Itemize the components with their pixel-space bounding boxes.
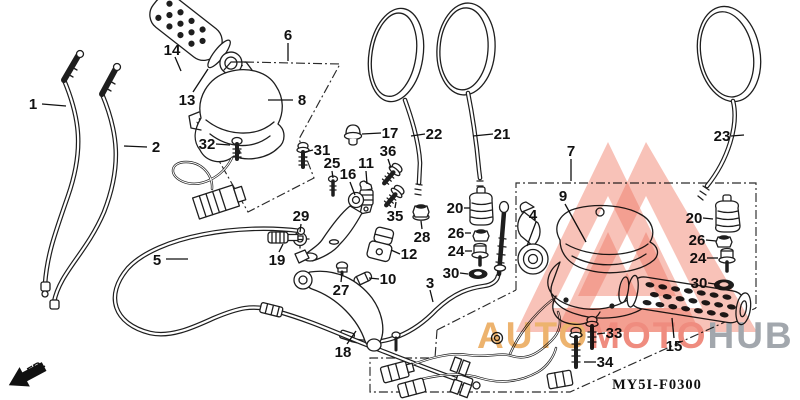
- part-label-leader-4: [526, 221, 537, 247]
- mirror-21-hardware-drawing: [468, 187, 494, 279]
- part-18-lever-drawing: [294, 271, 383, 351]
- part-8-switch-housing-drawing: [173, 62, 284, 219]
- fr-direction-label: FR.: [25, 359, 47, 379]
- part-label-5: 5: [153, 252, 161, 269]
- part-label-33: 33: [606, 325, 623, 342]
- part-label-leader-25: [331, 170, 334, 179]
- part-label-leader-26: [705, 239, 717, 242]
- part-label-leader-14: [174, 56, 182, 72]
- part-label-leader-22: [410, 133, 426, 137]
- group-6-boundary-box: [197, 62, 340, 212]
- part-28-nut-drawing: [413, 204, 429, 220]
- part-label-leader-15: [671, 317, 675, 339]
- part-label-12: 12: [401, 246, 418, 263]
- part-label-leader-1: [41, 103, 67, 107]
- part-label-8: 8: [298, 92, 306, 109]
- part-label-14: 14: [164, 42, 181, 59]
- part-label-29: 29: [293, 208, 310, 225]
- part-22-mirror-drawing: [362, 4, 430, 195]
- part-label-leader-19: [278, 243, 284, 253]
- part-label-leader-3: [429, 289, 434, 303]
- part-label-31: 31: [314, 142, 331, 159]
- part-label-22: 22: [426, 126, 443, 143]
- part-27-screw-drawing: [337, 262, 348, 277]
- part-label-4: 4: [529, 207, 538, 224]
- part-label-10: 10: [380, 271, 397, 288]
- part-label-20: 20: [686, 210, 703, 227]
- part-11-pivot-drawing: [360, 181, 373, 214]
- part-label-leader-2: [123, 145, 148, 148]
- wire-harness-drawing: [380, 312, 573, 398]
- part-36-bolt-drawing: [379, 161, 404, 187]
- part-label-leader-10: [368, 277, 380, 280]
- part-label-2: 2: [152, 139, 160, 156]
- part-5-cable-drawing: [115, 228, 481, 391]
- part-label-1: 1: [29, 96, 37, 113]
- part-label-leader-33: [596, 332, 606, 335]
- part-label-leader-31: [304, 149, 314, 153]
- part-35-bolt-drawing: [381, 183, 406, 209]
- part-label-28: 28: [414, 229, 431, 246]
- part-16-bracket-drawing: [295, 193, 364, 264]
- part-label-36: 36: [380, 143, 397, 160]
- part-label-11: 11: [358, 155, 374, 172]
- part-label-leader-28: [420, 220, 423, 230]
- part-label-13: 13: [179, 92, 196, 109]
- part-32-bolt-drawing: [232, 138, 242, 160]
- part-label-18: 18: [335, 344, 352, 361]
- part-label-leader-11: [365, 170, 368, 185]
- part-label-32: 32: [199, 136, 216, 153]
- part-21-mirror-drawing: [434, 1, 498, 191]
- part-label-leader-20: [702, 217, 714, 220]
- part-label-21: 21: [494, 126, 511, 143]
- part-17-cap-drawing: [345, 125, 362, 145]
- part-label-20: 20: [447, 200, 464, 217]
- part-label-leader-18: [346, 330, 357, 345]
- part-label-3: 3: [426, 275, 434, 292]
- part-2-cable-drawing: [50, 64, 121, 310]
- part-label-leader-30: [459, 272, 469, 275]
- part-label-15: 15: [666, 338, 683, 355]
- part-19-adjuster-drawing: [268, 232, 303, 243]
- part-label-leader-36: [387, 158, 392, 169]
- part-25-bolt-drawing: [329, 176, 338, 195]
- part-label-leader-13: [192, 68, 209, 93]
- part-label-30: 30: [443, 265, 460, 282]
- part-label-leader-30: [707, 282, 716, 285]
- part-31-bolt-drawing: [297, 143, 309, 168]
- part-label-24: 24: [690, 250, 707, 267]
- part-label-19: 19: [269, 252, 286, 269]
- part-12-clamp-drawing: [366, 226, 396, 263]
- part-label-leader-23: [730, 134, 745, 137]
- part-label-16: 16: [340, 166, 357, 183]
- part-label-leader-16: [349, 181, 356, 196]
- part-label-23: 23: [714, 128, 731, 145]
- part-label-leader-9: [564, 203, 587, 243]
- part-label-35: 35: [387, 208, 404, 225]
- part-1-cable-drawing: [41, 51, 84, 298]
- part-label-9: 9: [559, 188, 567, 205]
- part-label-27: 27: [333, 282, 350, 299]
- part-label-leader-21: [472, 133, 494, 137]
- part-label-26: 26: [448, 225, 465, 242]
- diagram-code: MY5I-F0300: [612, 377, 702, 393]
- part-label-25: 25: [324, 155, 341, 172]
- part-label-17: 17: [382, 125, 399, 142]
- part-label-leader-35: [394, 201, 397, 209]
- part-label-7: 7: [567, 143, 575, 160]
- part-label-24: 24: [448, 243, 465, 260]
- part-label-6: 6: [284, 27, 292, 44]
- part-label-26: 26: [689, 232, 706, 249]
- fr-direction-arrow: [8, 362, 47, 387]
- part-label-leader-32: [215, 143, 231, 146]
- part-label-34: 34: [597, 354, 614, 371]
- part-label-leader-29: [299, 223, 302, 233]
- part-label-leader-27: [340, 272, 343, 283]
- part-label-leader-17: [361, 132, 382, 135]
- part-label-30: 30: [691, 275, 708, 292]
- part-label-leader-12: [390, 249, 401, 255]
